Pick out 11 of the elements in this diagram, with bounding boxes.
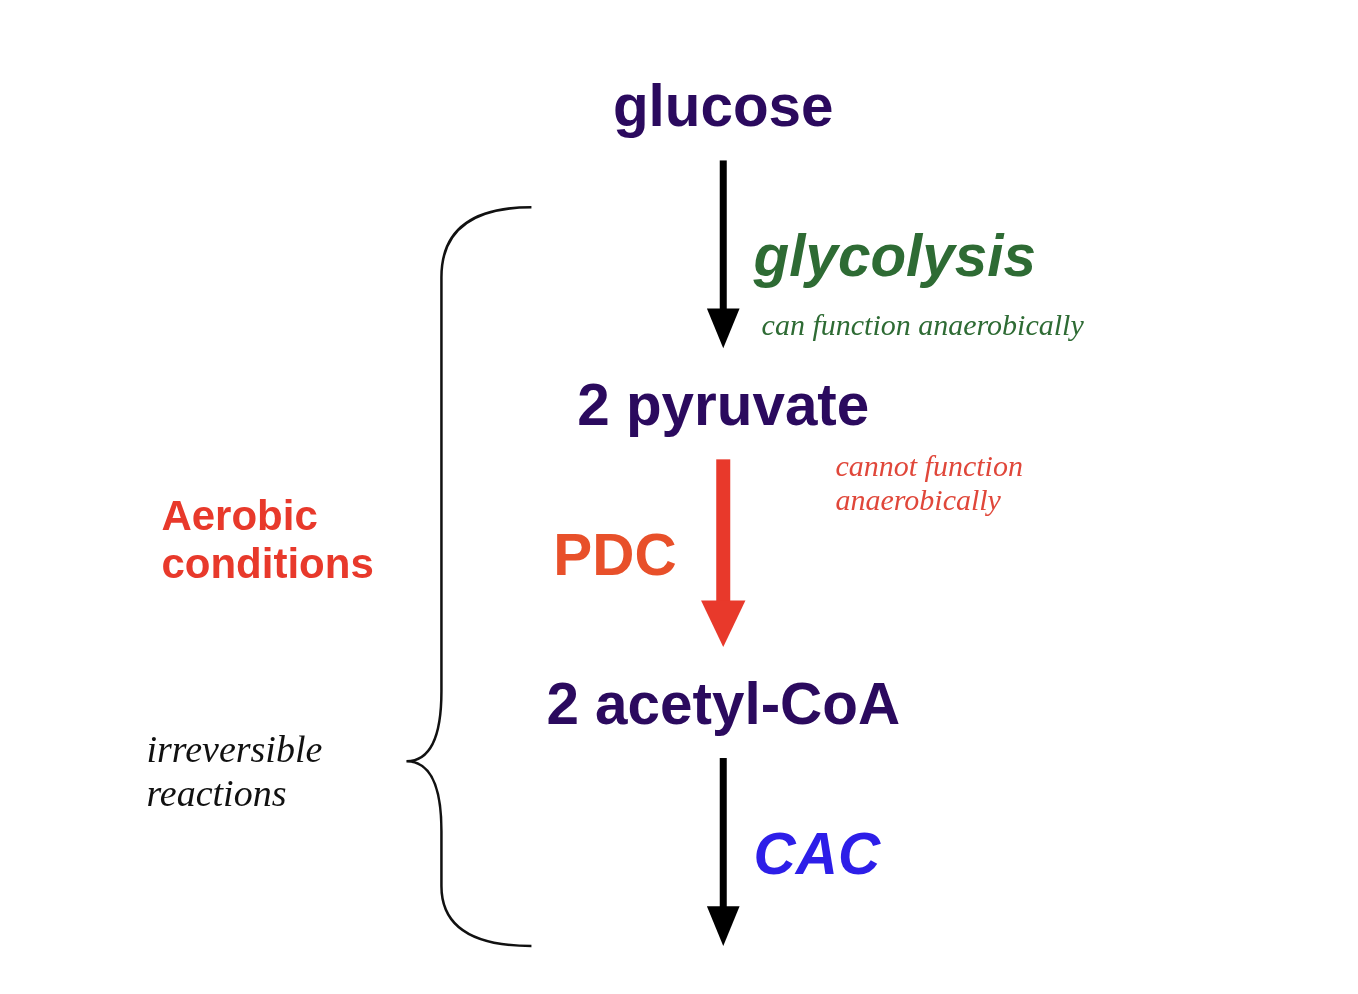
condition-label: Aerobic conditions — [161, 491, 375, 588]
edge-label: CAC — [753, 821, 881, 887]
annotation-text: irreversible reactions — [146, 727, 324, 816]
annotation-text: can function anaerobically — [761, 308, 1084, 343]
arrow — [706, 160, 740, 349]
node-text: 2 acetyl-CoA — [546, 671, 901, 738]
annotation-text: cannot function anaerobically — [835, 449, 1024, 518]
node-text: 2 pyruvate — [577, 372, 870, 439]
edge-label: PDC — [553, 522, 677, 588]
edge-label: glycolysis — [753, 223, 1036, 289]
node-text: glucose — [612, 73, 834, 140]
